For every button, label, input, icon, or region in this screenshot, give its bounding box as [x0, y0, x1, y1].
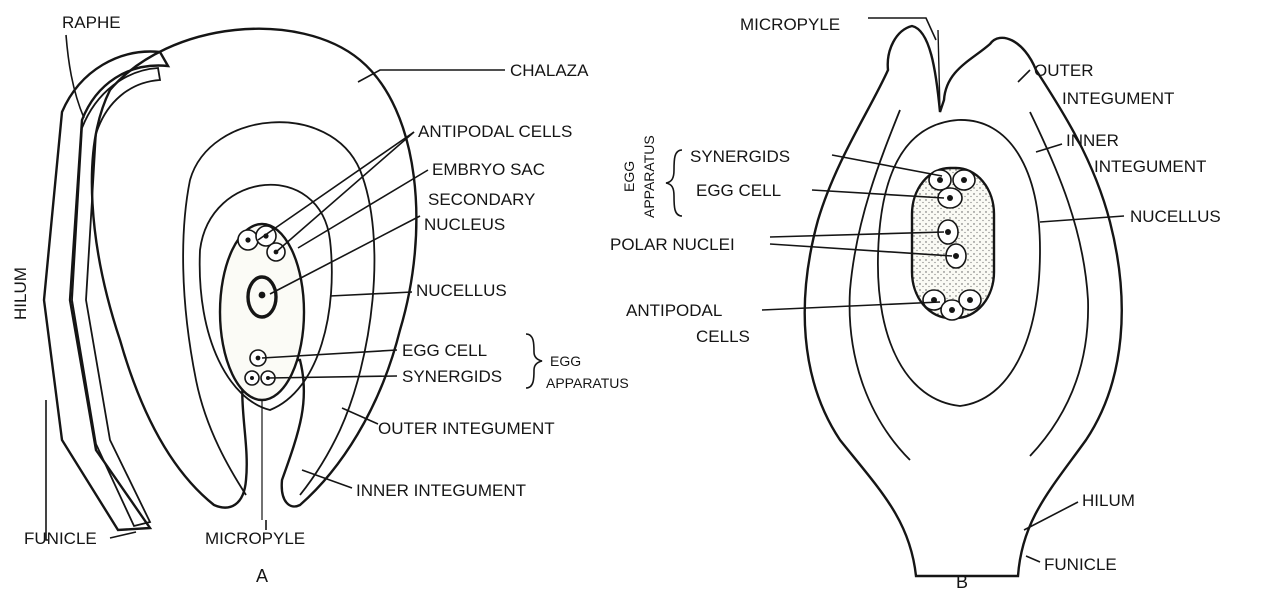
label-funicle-a: FUNICLE: [24, 529, 97, 548]
label-inner-integument-a: INNER INTEGUMENT: [356, 481, 526, 500]
label-chalaza-a: CHALAZA: [510, 61, 589, 80]
label-egg-apparatus-2-b: APPARATUS: [641, 135, 657, 218]
label-secondary-nucleus-1-a: SECONDARY: [428, 190, 535, 209]
label-outer-integument-2-b: INTEGUMENT: [1062, 89, 1174, 108]
label-nucellus-b: NUCELLUS: [1130, 207, 1221, 226]
label-funicle-b: FUNICLE: [1044, 555, 1117, 574]
label-inner-integument-1-b: INNER: [1066, 131, 1119, 150]
label-egg-apparatus-1-b: EGG: [621, 161, 637, 192]
figure-b: MICROPYLE OUTER INTEGUMENT INNER INTEGUM…: [610, 15, 1221, 590]
label-nucellus-a: NUCELLUS: [416, 281, 507, 300]
label-embryo-sac-a: EMBRYO SAC: [432, 160, 545, 179]
label-egg-apparatus-1-a: EGG: [550, 353, 581, 369]
label-raphe-a: RAPHE: [62, 13, 121, 32]
label-hilum-a: HILUM: [11, 267, 30, 320]
label-hilum-b: HILUM: [1082, 491, 1135, 510]
label-synergids-a: SYNERGIDS: [402, 367, 502, 386]
label-egg-cell-a: EGG CELL: [402, 341, 487, 360]
vascular-strand: [72, 68, 160, 526]
label-secondary-nucleus-2-a: NUCLEUS: [424, 215, 505, 234]
label-antipodal-cells-a: ANTIPODAL CELLS: [418, 122, 572, 141]
label-outer-integument-1-b: OUTER: [1034, 61, 1094, 80]
caption-b: B: [956, 572, 968, 590]
egg-apparatus-brace-a: [526, 334, 542, 388]
label-polar-nuclei-b: POLAR NUCLEI: [610, 235, 735, 254]
caption-a: A: [256, 566, 268, 586]
label-egg-cell-b: EGG CELL: [696, 181, 781, 200]
label-synergids-b: SYNERGIDS: [690, 147, 790, 166]
label-inner-integument-2-b: INTEGUMENT: [1094, 157, 1206, 176]
label-micropyle-b: MICROPYLE: [740, 15, 840, 34]
label-egg-apparatus-2-a: APPARATUS: [546, 375, 629, 391]
label-outer-integument-a: OUTER INTEGUMENT: [378, 419, 555, 438]
label-antipodal-cells-1-b: ANTIPODAL: [626, 301, 722, 320]
egg-apparatus-brace-b: [666, 150, 682, 216]
label-antipodal-cells-2-b: CELLS: [696, 327, 750, 346]
label-micropyle-a: MICROPYLE: [205, 529, 305, 548]
figure-a: RAPHE CHALAZA ANTIPODAL CELLS EMBRYO SAC…: [11, 13, 629, 586]
